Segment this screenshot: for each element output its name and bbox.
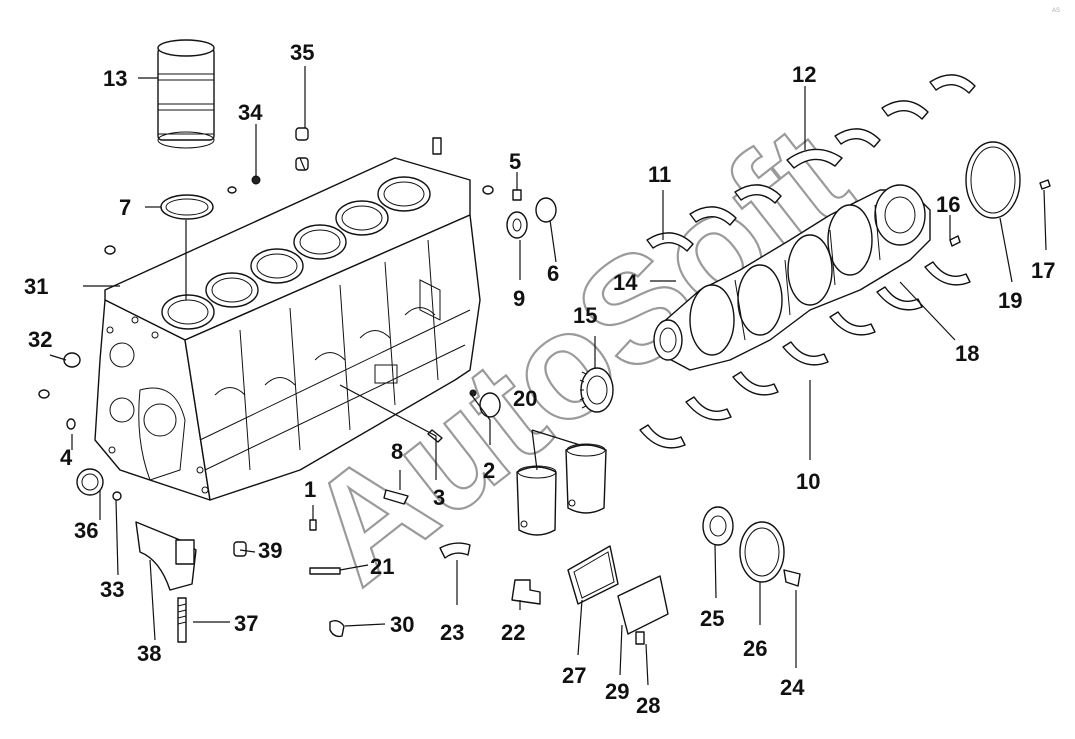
callout-16: 16 <box>936 192 960 217</box>
callout-34: 34 <box>238 100 263 125</box>
callout-30: 30 <box>390 612 414 637</box>
callout-4: 4 <box>60 445 73 470</box>
callout-24: 24 <box>780 675 805 700</box>
callout-15: 15 <box>573 303 597 328</box>
callout-22: 22 <box>501 620 525 645</box>
callout-29: 29 <box>605 679 629 704</box>
callout-6: 6 <box>547 261 559 286</box>
callout-8: 8 <box>391 439 403 464</box>
cylinder-liner <box>157 39 215 149</box>
callout-28: 28 <box>636 693 660 718</box>
callout-27: 27 <box>562 663 586 688</box>
callout-17: 17 <box>1031 258 1055 283</box>
callout-36: 36 <box>74 518 98 543</box>
crankshaft-gear <box>579 367 614 413</box>
callout-19: 19 <box>998 288 1022 313</box>
callout-21: 21 <box>370 554 394 579</box>
callout-18: 18 <box>955 341 979 366</box>
front-seals <box>702 506 801 587</box>
callout-25: 25 <box>700 606 724 631</box>
thrust-washers <box>516 443 607 536</box>
callout-35: 35 <box>290 40 314 65</box>
corner-mark: AS <box>1052 8 1060 14</box>
callout-2: 2 <box>483 458 495 483</box>
crank-pin <box>949 235 961 247</box>
callout-11: 11 <box>648 162 671 187</box>
callout-12: 12 <box>792 62 816 87</box>
dowel-pin <box>1039 179 1051 190</box>
covers-and-gaskets <box>567 545 669 645</box>
callout-20: 20 <box>513 386 537 411</box>
cylinder-block <box>94 157 481 501</box>
callout-38: 38 <box>137 641 161 666</box>
callout-26: 26 <box>743 636 767 661</box>
callout-3: 3 <box>433 485 445 510</box>
callout-5: 5 <box>509 149 521 174</box>
callout-32: 32 <box>28 327 52 352</box>
lower-bearing-shells <box>639 261 971 449</box>
callout-33: 33 <box>100 577 124 602</box>
callout-31: 31 <box>24 274 48 299</box>
crankshaft <box>653 184 931 371</box>
callout-37: 37 <box>234 611 258 636</box>
callout-7: 7 <box>119 195 131 220</box>
callout-13: 13 <box>103 66 127 91</box>
small-plugs-and-pins <box>38 127 557 638</box>
callout-1: 1 <box>304 477 316 502</box>
rear-oil-seal <box>965 141 1021 219</box>
callout-39: 39 <box>258 538 282 563</box>
callout-14: 14 <box>613 270 638 295</box>
callouts: 1 2 3 4 5 6 7 8 9 10 11 12 13 14 15 16 1… <box>24 40 1055 718</box>
callout-10: 10 <box>796 469 820 494</box>
callout-23: 23 <box>440 620 464 645</box>
callout-9: 9 <box>513 286 525 311</box>
main-bearing-cap <box>135 521 197 643</box>
upper-bearing-shells <box>646 74 976 252</box>
leader-lines <box>49 66 1047 686</box>
